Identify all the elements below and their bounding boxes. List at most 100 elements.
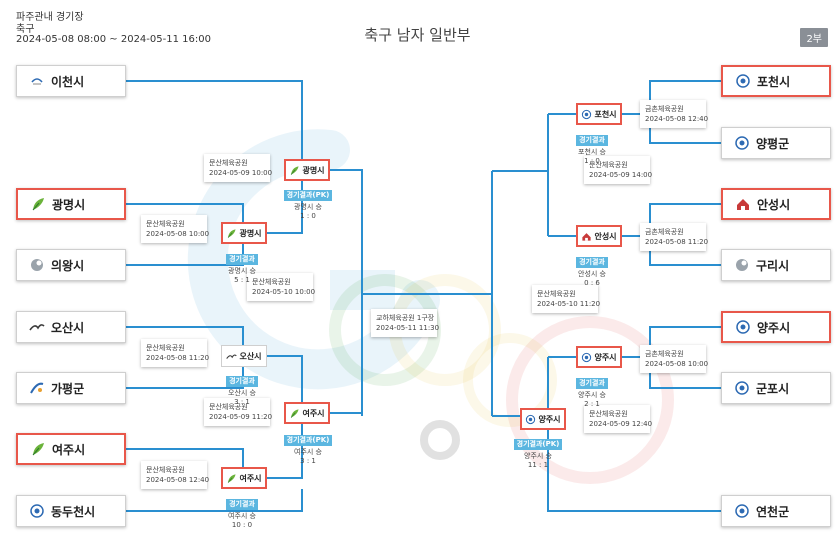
team-card[interactable]: 의왕시: [16, 249, 126, 281]
match-venue: 문산체육공원: [252, 278, 291, 286]
result-score: 11 : 1: [527, 461, 549, 469]
circle-icon: [735, 381, 749, 395]
match-venue: 문산체육공원: [537, 290, 576, 298]
division-badge[interactable]: 2부: [800, 28, 828, 47]
leaf-icon: [291, 408, 300, 418]
match-winner-box[interactable]: 양주시: [576, 346, 622, 368]
result-button[interactable]: 경기결과: [576, 378, 608, 389]
leaf-icon: [228, 473, 237, 483]
match-winner-box[interactable]: 광명시: [221, 222, 267, 244]
result-button[interactable]: 경기결과: [576, 135, 608, 146]
team-name: 군포시: [756, 381, 790, 396]
team-card[interactable]: 양주시: [721, 311, 831, 343]
team-name: 광명시: [52, 197, 86, 212]
team-card[interactable]: 안성시: [721, 188, 831, 220]
match-winner-box[interactable]: 광명시: [284, 159, 330, 181]
period-label: 2024-05-08 08:00 ~ 2024-05-11 16:00: [16, 34, 211, 45]
team-name: 이천시: [51, 74, 85, 89]
leaf-icon: [291, 165, 300, 175]
team-card[interactable]: 구리시: [721, 249, 831, 281]
match-venue: 문산체육공원: [209, 403, 248, 411]
match-winner-box[interactable]: 오산시: [221, 345, 267, 367]
circle-icon: [582, 352, 592, 362]
bracket-connector: [126, 326, 244, 345]
match-team-name: 광명시: [239, 228, 262, 238]
match-datetime: 2024-05-10 11:20: [537, 300, 601, 308]
result-winner: 여주시 승: [228, 512, 256, 520]
result-button[interactable]: 경기결과(PK): [283, 190, 333, 201]
result-winner: 광명시 승: [294, 203, 322, 211]
match-winner-box[interactable]: 여주시: [221, 467, 267, 489]
team-card[interactable]: 오산시: [16, 311, 126, 343]
result-button[interactable]: 경기결과: [226, 376, 258, 387]
match-team-name: 오산시: [239, 351, 262, 361]
match-winner-box[interactable]: 포천시: [576, 103, 622, 125]
match-winner-box[interactable]: 여주시: [284, 402, 330, 424]
match-winner-box[interactable]: 안성시: [576, 225, 622, 247]
match-datetime: 2024-05-10 10:00: [252, 288, 316, 296]
result-button[interactable]: 경기결과(PK): [283, 435, 333, 446]
team-name: 구리시: [756, 258, 790, 273]
match-info-card: 문산체육공원 2024-05-08 12:40: [141, 461, 210, 489]
result-winner: 양주시 승: [524, 452, 552, 460]
result-button[interactable]: 경기결과(PK): [513, 439, 563, 450]
circle-icon: [30, 504, 44, 518]
match-team-name: 안성시: [594, 231, 617, 241]
result-button[interactable]: 경기결과: [576, 257, 608, 268]
team-card[interactable]: 동두천시: [16, 495, 126, 527]
team-name: 동두천시: [51, 504, 96, 519]
team-name: 의왕시: [51, 258, 85, 273]
team-card[interactable]: 양평군: [721, 127, 831, 159]
match-winner-box[interactable]: 양주시: [520, 408, 566, 430]
team-card[interactable]: 연천군: [721, 495, 831, 527]
circle-icon: [735, 136, 749, 150]
team-card[interactable]: 여주시: [16, 433, 126, 465]
match-venue: 문산체육공원: [589, 161, 628, 169]
team-card[interactable]: 가평군: [16, 372, 126, 404]
circle-icon: [736, 320, 750, 334]
house-icon: [582, 232, 592, 241]
bracket-connector: [126, 367, 244, 389]
result-button[interactable]: 경기결과: [226, 499, 258, 510]
leaf-icon: [32, 198, 44, 211]
result-score: 0 : 6: [584, 279, 600, 287]
team-name: 여주시: [52, 442, 86, 457]
match-datetime: 2024-05-08 12:40: [645, 115, 709, 123]
match-venue: 문산체육공원: [146, 466, 185, 474]
result-button[interactable]: 경기결과: [226, 254, 258, 265]
match-info-card: 문산체육공원 2024-05-10 11:20: [532, 285, 601, 313]
bracket-connector: [622, 80, 721, 115]
result-winner: 오산시 승: [228, 389, 256, 397]
crest-icon: [31, 78, 43, 85]
match-datetime: 2024-05-08 12:40: [146, 476, 210, 484]
bracket-connector: [126, 203, 244, 222]
leaf-icon: [228, 228, 237, 238]
result-score: 2 : 1: [584, 400, 600, 408]
team-name: 포천시: [757, 74, 791, 89]
team-card[interactable]: 이천시: [16, 65, 126, 97]
team-name: 안성시: [757, 197, 791, 212]
bracket-connector: [126, 489, 303, 512]
team-card[interactable]: 포천시: [721, 65, 831, 97]
team-card[interactable]: 광명시: [16, 188, 126, 220]
sport-label: 축구: [16, 24, 35, 35]
match-info-card: 문산체육공원 2024-05-10 10:00: [247, 273, 316, 301]
bird-icon: [29, 324, 45, 331]
team-card[interactable]: 군포시: [721, 372, 831, 404]
result-score: 10 : 0: [231, 521, 253, 529]
